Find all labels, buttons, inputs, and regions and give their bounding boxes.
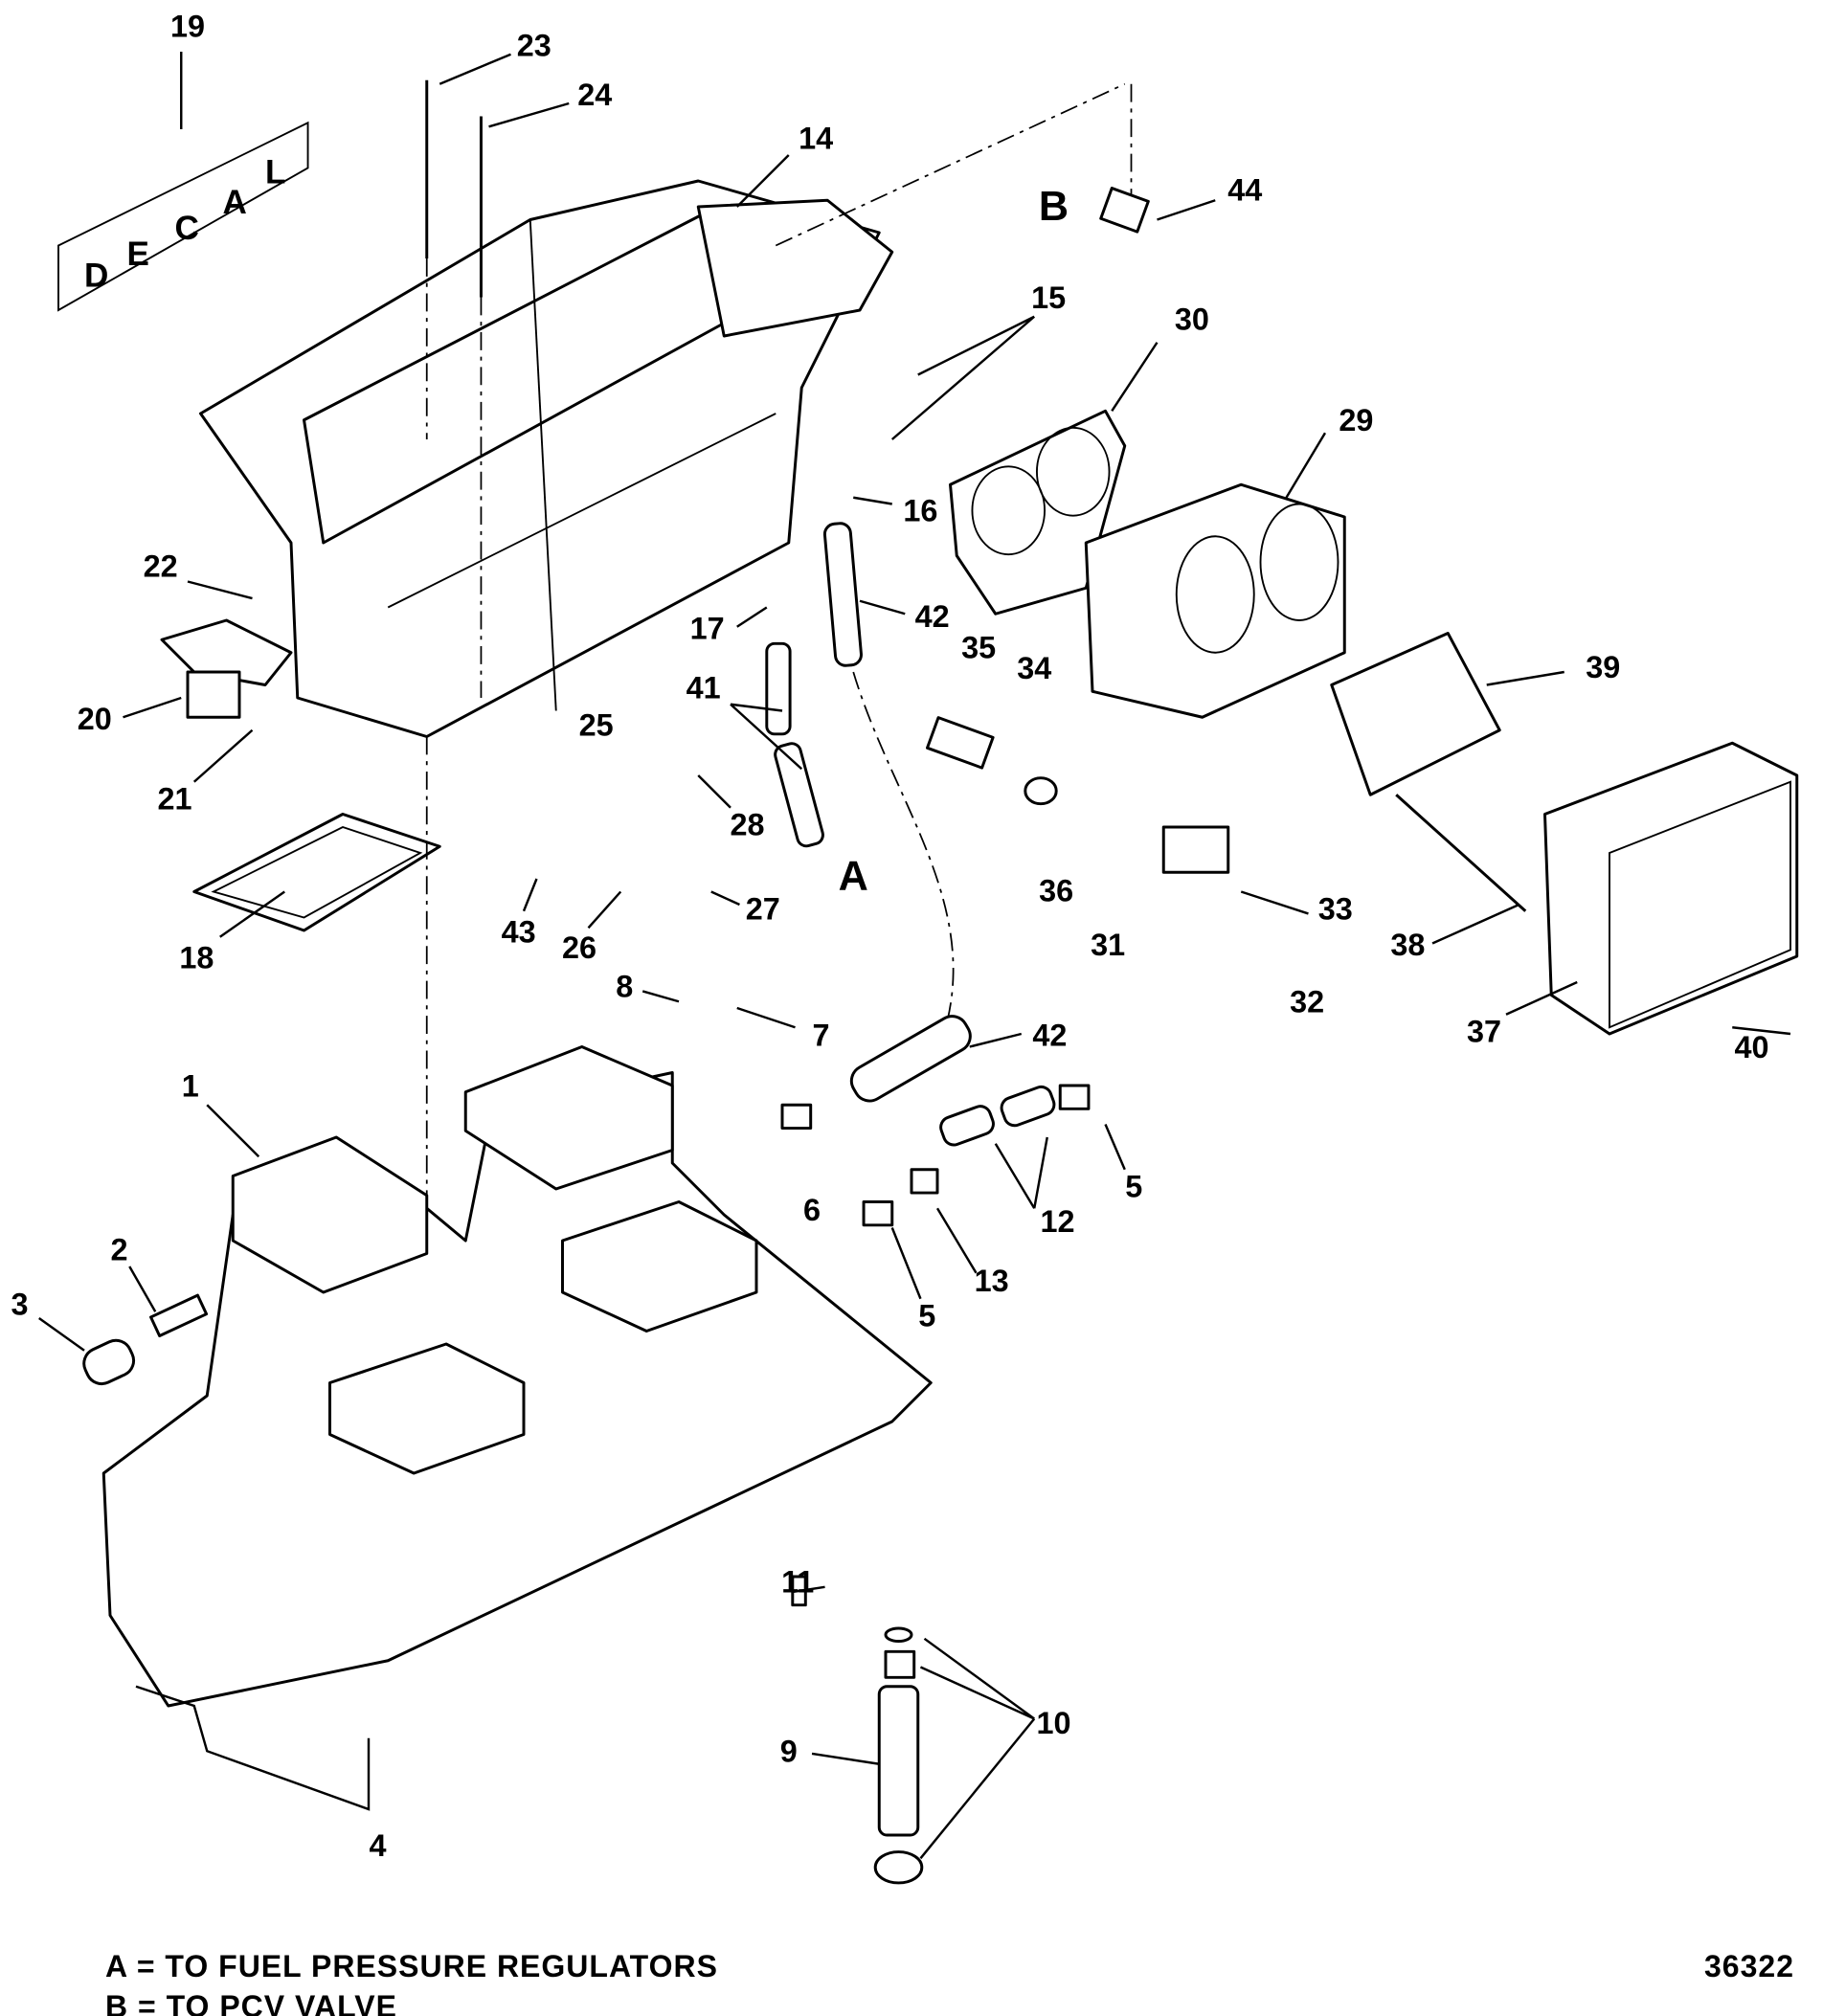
callout-1: 1 <box>182 1068 199 1103</box>
callout-42: 42 <box>1032 1019 1067 1053</box>
callout-29: 29 <box>1339 403 1373 437</box>
iac-valve-part <box>926 716 1058 806</box>
callout-7: 7 <box>812 1019 829 1053</box>
leader-lines <box>38 52 1791 1860</box>
gasket-39 <box>1330 632 1501 796</box>
decal-letter: L <box>265 154 285 191</box>
callout-33: 33 <box>1318 891 1353 926</box>
callout-27: 27 <box>746 891 780 926</box>
callout-35: 35 <box>961 631 996 665</box>
callout-32: 32 <box>1290 985 1324 1019</box>
callout-21: 21 <box>157 782 191 817</box>
gasket-4 <box>135 1685 371 1811</box>
map-sensor-part <box>160 618 293 719</box>
callout-37: 37 <box>1467 1015 1501 1049</box>
intake-manifold-part <box>101 736 933 1708</box>
decal-letter: D <box>84 258 108 295</box>
marker-b: B <box>1039 184 1069 230</box>
callout-14: 14 <box>799 122 833 156</box>
callout-39: 39 <box>1586 650 1620 684</box>
callout-34: 34 <box>1017 651 1051 685</box>
callout-2: 2 <box>110 1233 127 1267</box>
plenum-part <box>199 179 894 738</box>
legend-line-a: A = TO FUEL PRESSURE REGULATORS <box>105 1949 718 1983</box>
callout-41: 41 <box>686 670 721 705</box>
callout-16: 16 <box>903 494 937 528</box>
callout-12: 12 <box>1041 1204 1075 1239</box>
callout-30: 30 <box>1175 302 1209 337</box>
fittings <box>82 82 1150 1386</box>
callout-22: 22 <box>144 549 178 584</box>
callout-13: 13 <box>975 1264 1009 1298</box>
gasket-30 <box>949 409 1127 616</box>
marker-a: A <box>839 853 868 899</box>
callout-44: 44 <box>1227 173 1262 208</box>
callout-5: 5 <box>918 1299 935 1333</box>
callout-23: 23 <box>517 29 551 63</box>
callout-4: 4 <box>369 1828 386 1863</box>
legend-line-b: B = TO PCV VALVE <box>105 1989 397 2016</box>
callout-6: 6 <box>803 1193 821 1227</box>
callout-38: 38 <box>1390 928 1425 962</box>
callout-10: 10 <box>1036 1706 1070 1740</box>
callout-15: 15 <box>1031 280 1066 315</box>
callout-36: 36 <box>1039 873 1073 907</box>
callout-20: 20 <box>78 702 112 736</box>
callout-17: 17 <box>690 611 725 645</box>
callout-31: 31 <box>1091 928 1125 962</box>
bolts-23-24 <box>425 79 483 698</box>
decal-part: D E C A L <box>57 121 309 312</box>
callout-3: 3 <box>11 1287 28 1321</box>
gasket-18 <box>192 813 441 932</box>
callout-5: 5 <box>1125 1170 1142 1204</box>
callout-43: 43 <box>502 915 536 950</box>
callout-28: 28 <box>731 808 765 842</box>
callout-24: 24 <box>577 78 612 112</box>
callout-26: 26 <box>562 930 596 965</box>
callout-9: 9 <box>780 1735 798 1769</box>
bolt-38 <box>1395 794 1527 912</box>
callout-11: 11 <box>781 1565 814 1600</box>
callout-19: 19 <box>170 9 205 43</box>
throttle-body-part <box>1084 482 1346 719</box>
decal-letter: C <box>175 210 199 247</box>
callout-40: 40 <box>1734 1030 1768 1064</box>
callout-18: 18 <box>179 941 214 975</box>
callout-25: 25 <box>579 708 614 743</box>
tps-part <box>1161 825 1230 874</box>
flame-arrestor-part <box>1543 741 1799 1036</box>
decal-letter: E <box>127 235 149 273</box>
decal-letter: A <box>222 184 246 221</box>
callout-8: 8 <box>616 969 633 1003</box>
callout-42: 42 <box>915 599 950 634</box>
figure-number: 36322 <box>1704 1949 1794 1983</box>
hoses <box>765 522 1056 1147</box>
fuel-injector-part <box>791 1575 924 1885</box>
